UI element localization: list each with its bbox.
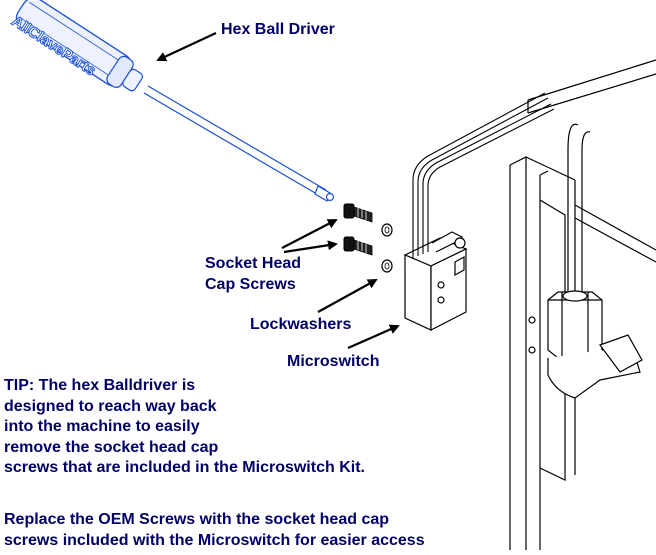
arrow-lockwashers: [317, 279, 378, 313]
arrow-microswitch: [347, 324, 400, 350]
arrow-hex-ball-driver: [156, 32, 217, 62]
label-socket-head-line-2: Cap Screws: [205, 276, 296, 293]
tip-text: TIP: The hex Balldriver is designed to r…: [4, 376, 365, 479]
replace-text: Replace the OEM Screws with the socket h…: [4, 510, 425, 551]
tip-line: remove the socket head cap: [4, 438, 219, 456]
label-microswitch: Microswitch: [287, 353, 380, 370]
tip-line: screws that are included in the Microswi…: [4, 459, 365, 476]
replace-line: Replace the OEM Screws with the socket h…: [4, 511, 390, 528]
tip-line: TIP: The hex Balldriver is: [4, 377, 196, 394]
socket-head-cap-screw-top: [343, 203, 373, 223]
arrow-screw-top: [281, 219, 338, 249]
label-socket-head-cap-screws: Socket Head Cap Screws: [205, 253, 301, 295]
pipe-fitting: [547, 123, 643, 399]
label-hex-ball-driver: Hex Ball Driver: [221, 21, 335, 38]
microswitch-wires: [412, 92, 555, 258]
lockwasher-bottom: [381, 259, 393, 273]
callout-arrows: [156, 32, 400, 350]
tip-line: designed to reach way back: [4, 397, 217, 415]
lockwasher-top: [381, 223, 393, 237]
microswitch: [403, 231, 468, 331]
hex-ball-driver-tool: [15, 0, 335, 202]
tip-line: into the machine to easily: [4, 418, 200, 435]
label-socket-head-line-1: Socket Head: [205, 255, 302, 272]
socket-head-cap-screw-bottom: [343, 236, 373, 256]
arrow-screw-bottom: [283, 240, 338, 254]
replace-line: screws included with the Microswitch for…: [4, 531, 425, 549]
label-lockwashers: Lockwashers: [250, 316, 352, 333]
